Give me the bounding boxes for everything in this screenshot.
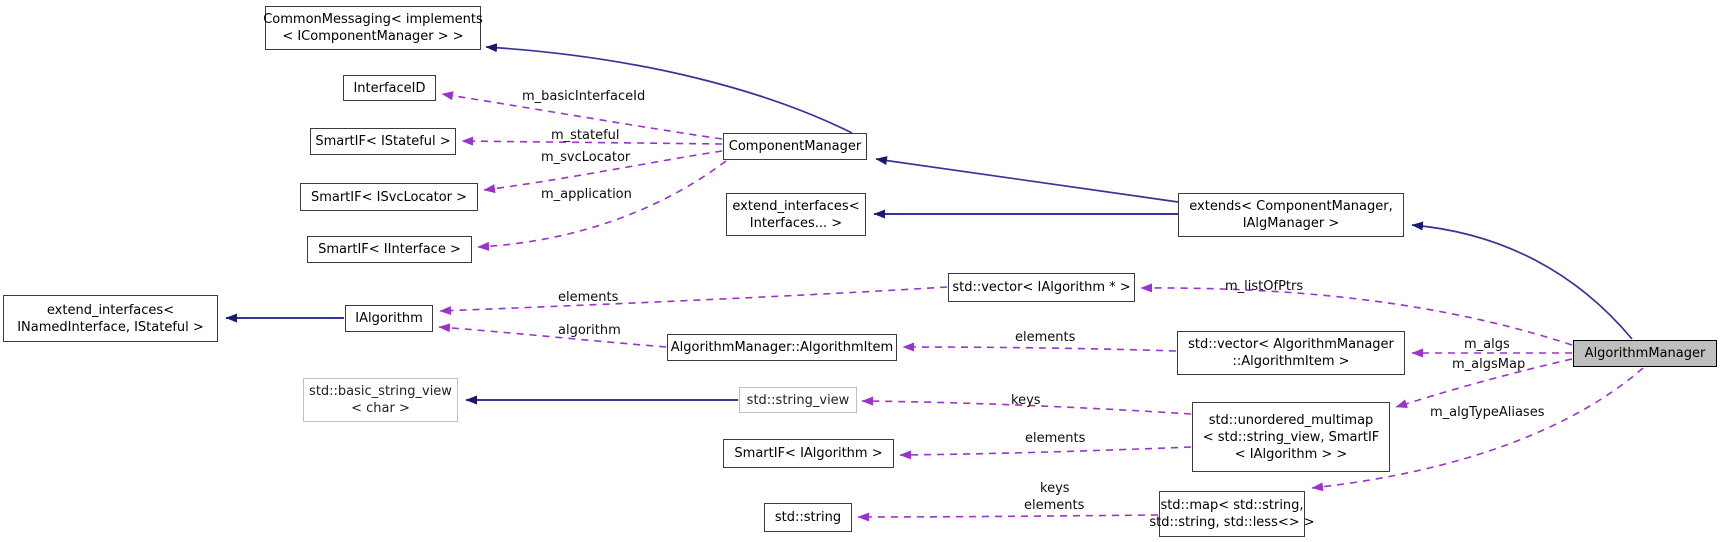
node-label-line: ::AlgorithmItem > bbox=[1232, 354, 1350, 369]
node-label-line: AlgorithmManager bbox=[1584, 346, 1706, 361]
node-smartif-isvclocator[interactable]: SmartIF< ISvcLocator > bbox=[300, 183, 478, 211]
edge-m-basicinterfaceid bbox=[441, 91, 723, 140]
edge-algorithmmanager-to-extends bbox=[1411, 221, 1633, 340]
edge-label-m-stateful: m_stateful bbox=[551, 128, 620, 143]
node-commonmessaging[interactable]: CommonMessaging< implements < IComponent… bbox=[263, 6, 483, 50]
node-label-line: InterfaceID bbox=[353, 80, 426, 96]
node-algorithmmanager[interactable]: AlgorithmManager bbox=[1573, 340, 1717, 367]
node-label-line: std::string_view bbox=[746, 392, 850, 408]
edge-m-stateful bbox=[461, 136, 723, 146]
node-basic-string-view: std::basic_string_view < char > bbox=[303, 378, 458, 422]
edge-label-m-svclocator: m_svcLocator bbox=[541, 150, 631, 165]
node-algorithmmanager-algorithmitem[interactable]: AlgorithmManager::AlgorithmItem bbox=[667, 334, 897, 361]
node-label-line: std::unordered_multimap bbox=[1208, 412, 1374, 428]
edge-componentmanager-to-commonmessaging bbox=[485, 43, 853, 134]
edge-m-algsmap bbox=[1395, 358, 1573, 409]
node-label-line: std::string bbox=[774, 510, 842, 525]
node-label-line: Interfaces... > bbox=[749, 215, 843, 231]
node-label-line: std::string, std::less<> > bbox=[1149, 515, 1315, 530]
edge-label-m-algtypealiases: m_algTypeAliases bbox=[1430, 405, 1545, 420]
node-unordered-multimap[interactable]: std::unordered_multimap < std::string_vi… bbox=[1192, 402, 1390, 472]
edge-extends-to-componentmanager bbox=[875, 156, 1179, 203]
node-smartif-iinterface[interactable]: SmartIF< IInterface > bbox=[307, 236, 472, 263]
edge-label-m-application: m_application bbox=[541, 187, 632, 202]
edge-m-listofptrs bbox=[1140, 283, 1573, 346]
node-label-line: SmartIF< IStateful > bbox=[315, 134, 451, 149]
edge-label-algorithm: algorithm bbox=[558, 323, 621, 338]
node-label-line: std::vector< IAlgorithm * > bbox=[952, 280, 1131, 295]
node-label-line: INamedInterface, IStateful > bbox=[17, 319, 204, 335]
node-map[interactable]: std::map< std::string, std::string, std:… bbox=[1149, 491, 1315, 537]
edge-keys-multimap-to-stringview bbox=[861, 396, 1192, 415]
node-label-line: < std::string_view, SmartIF bbox=[1202, 429, 1380, 445]
node-componentmanager[interactable]: ComponentManager bbox=[723, 133, 867, 160]
node-label-line: CommonMessaging< implements bbox=[263, 12, 483, 27]
node-ialgorithm[interactable]: IAlgorithm bbox=[345, 305, 433, 332]
node-extend-interfaces-variadic[interactable]: extend_interfaces< Interfaces... > bbox=[726, 193, 866, 236]
node-label-line: IAlgorithm bbox=[355, 311, 423, 326]
edge-label-elements-string: elements bbox=[1024, 498, 1085, 513]
node-label-line: SmartIF< IAlgorithm > bbox=[734, 446, 883, 461]
node-label-line: < IComponentManager > > bbox=[282, 29, 464, 44]
edge-m-svclocator bbox=[483, 150, 723, 194]
edge-label-elements-smartif: elements bbox=[1025, 431, 1086, 446]
edge-algorithmitem-to-ialgorithm bbox=[438, 323, 667, 348]
node-smartif-istateful[interactable]: SmartIF< IStateful > bbox=[310, 128, 456, 155]
node-label-line: SmartIF< ISvcLocator > bbox=[310, 189, 468, 205]
node-label-line: extend_interfaces< bbox=[46, 302, 175, 318]
node-label-line: std::basic_string_view bbox=[309, 384, 452, 399]
edge-label-keys-string: keys bbox=[1040, 481, 1070, 496]
node-label-line: < IAlgorithm > > bbox=[1234, 446, 1348, 462]
edge-label-elements-ialgorithm: elements bbox=[558, 290, 619, 305]
node-string-view: std::string_view bbox=[739, 387, 857, 413]
edge-keys-elements-map-to-string bbox=[857, 512, 1159, 522]
edge-elements-multimap-to-smartif bbox=[899, 446, 1192, 460]
node-label-line: std::map< std::string, bbox=[1160, 498, 1304, 513]
node-label-line: extends< ComponentManager, bbox=[1189, 199, 1393, 214]
node-string[interactable]: std::string bbox=[764, 503, 852, 532]
node-label-line: SmartIF< IInterface > bbox=[318, 242, 461, 257]
node-extends-componentmanager-ialgmanager[interactable]: extends< ComponentManager, IAlgManager > bbox=[1178, 193, 1404, 237]
node-label-line: extend_interfaces< bbox=[732, 198, 860, 214]
edge-label-m-algs: m_algs bbox=[1464, 337, 1510, 352]
node-label-line: ComponentManager bbox=[728, 139, 862, 154]
edge-elements-vector-to-ialgorithm bbox=[439, 286, 948, 316]
edge-m-algtypealiases bbox=[1311, 367, 1644, 492]
node-label-line: AlgorithmManager::AlgorithmItem bbox=[670, 340, 894, 355]
edge-label-m-listofptrs: m_listOfPtrs bbox=[1225, 279, 1304, 294]
edge-label-m-algsmap: m_algsMap bbox=[1452, 357, 1526, 372]
node-vector-algorithmitem[interactable]: std::vector< AlgorithmManager ::Algorith… bbox=[1177, 331, 1405, 375]
node-label-line: std::vector< AlgorithmManager bbox=[1188, 337, 1394, 352]
node-extend-interfaces-inamedinterface[interactable]: extend_interfaces< INamedInterface, ISta… bbox=[3, 295, 218, 342]
edge-m-application bbox=[477, 160, 727, 251]
edge-elements-vector-to-algorithmitem bbox=[902, 342, 1177, 352]
node-label-line: IAlgManager > bbox=[1242, 216, 1340, 231]
edge-label-elements-algorithmitem: elements bbox=[1015, 330, 1076, 345]
edge-label-keys-stringview: keys bbox=[1011, 393, 1041, 408]
node-label-line: < char > bbox=[351, 401, 410, 416]
node-vector-ialgorithm-ptr[interactable]: std::vector< IAlgorithm * > bbox=[948, 273, 1135, 302]
edge-label-m-basicinterfaceid: m_basicInterfaceId bbox=[522, 89, 646, 104]
node-smartif-ialgorithm[interactable]: SmartIF< IAlgorithm > bbox=[723, 439, 894, 468]
node-interfaceid[interactable]: InterfaceID bbox=[343, 75, 436, 101]
